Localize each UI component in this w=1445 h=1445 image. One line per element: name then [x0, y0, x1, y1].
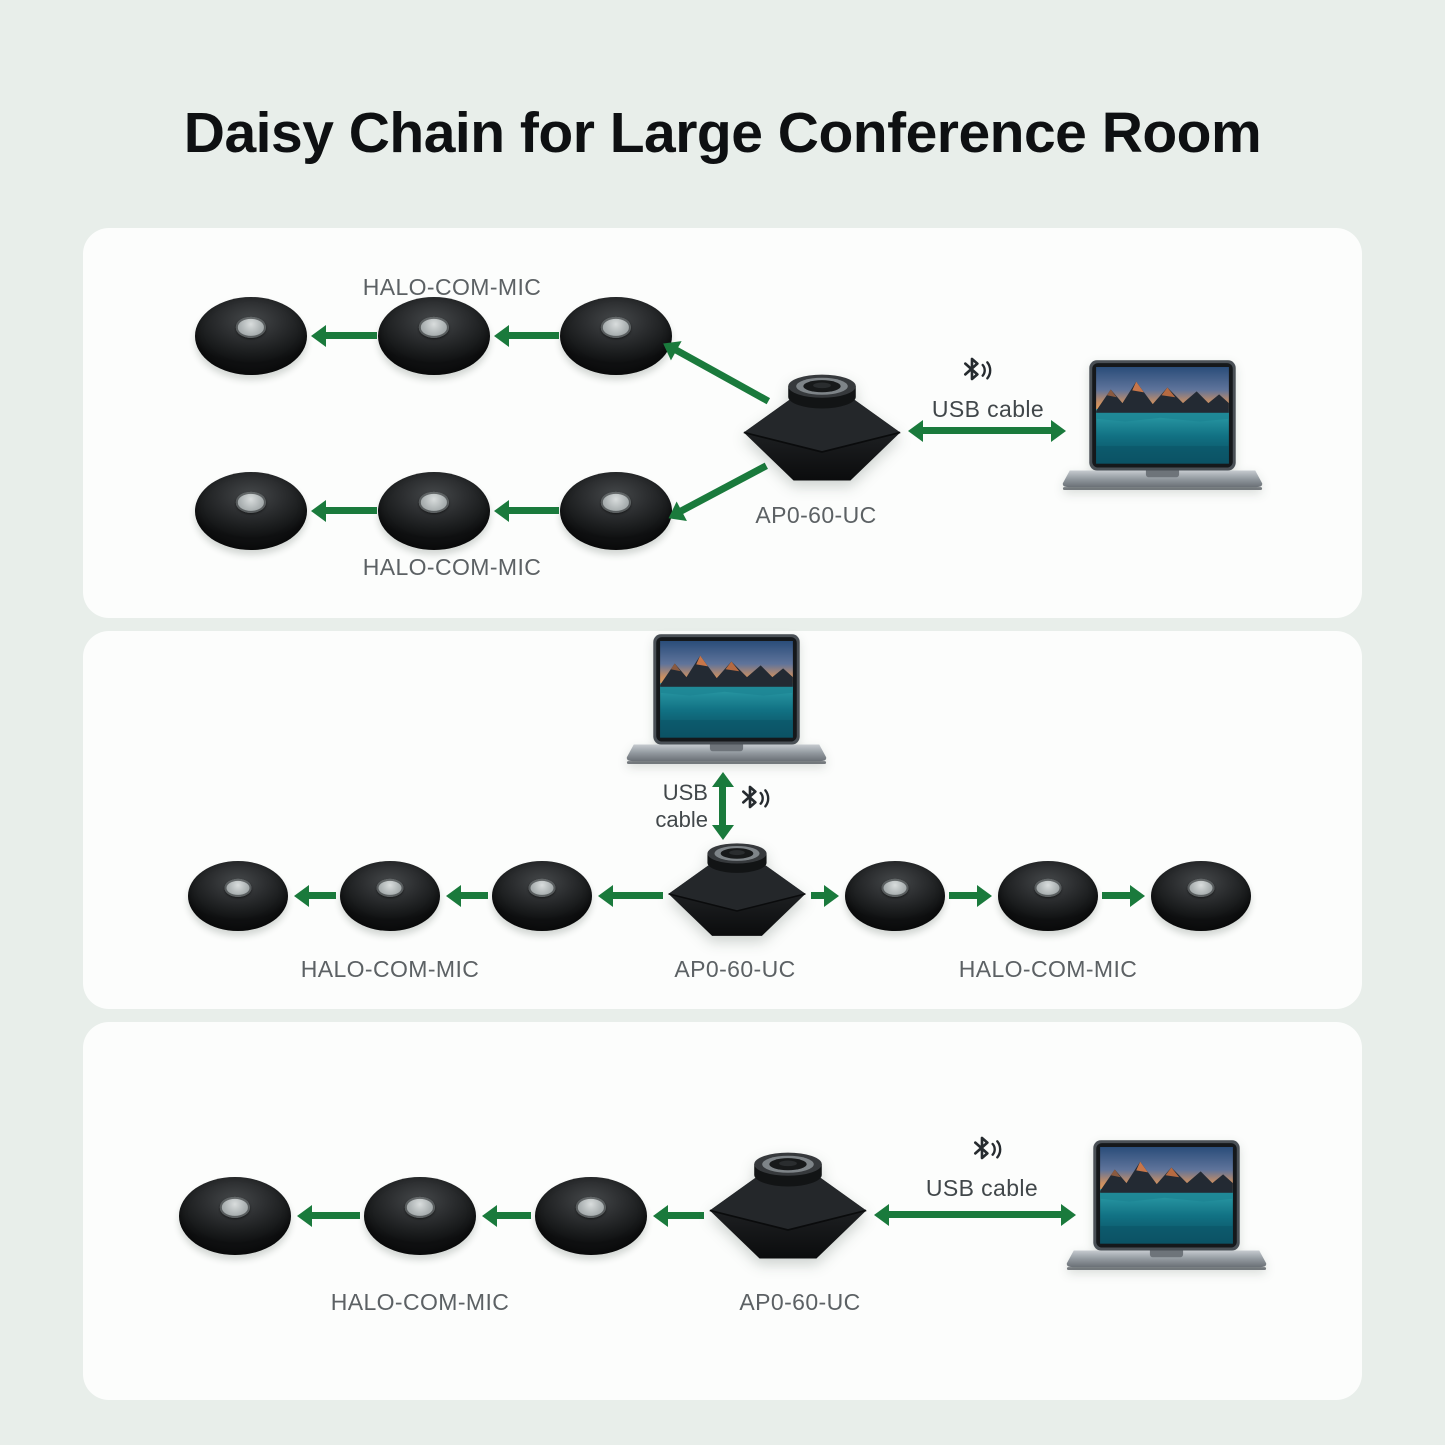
daisy-arrow-icon	[297, 1204, 360, 1227]
mic-mute-button	[224, 879, 252, 898]
daisy-arrow-icon	[446, 884, 488, 907]
mic-mute-button	[376, 879, 404, 898]
conference-mic	[998, 861, 1098, 931]
conference-mic	[364, 1177, 476, 1255]
conference-mic	[560, 297, 672, 375]
usb-cable-label: USB cable	[931, 396, 1045, 422]
usb-label-line1: USB	[662, 780, 708, 805]
mic-chain-label: HALO-COM-MIC	[362, 274, 542, 300]
conference-mic	[195, 472, 307, 550]
mic-mute-button	[881, 879, 909, 898]
hub-label: AP0-60-UC	[674, 956, 796, 982]
hub-label: AP0-60-UC	[739, 1289, 861, 1315]
hub-label: AP0-60-UC	[755, 502, 877, 528]
panel-top-layout: HALO-COM-MIC HALO-COM-MIC AP0-60-UC USB …	[83, 228, 1362, 618]
mic-mute-button	[600, 492, 632, 513]
conference-mic	[535, 1177, 647, 1255]
conference-mic	[179, 1177, 291, 1255]
conference-mic	[1151, 861, 1251, 931]
daisy-arrow-icon	[494, 324, 559, 347]
usb-label-line2: cable	[655, 807, 708, 832]
daisy-arrow-icon	[949, 884, 992, 907]
mic-mute-button	[1034, 879, 1062, 898]
usb-cable-label: USB cable	[608, 779, 708, 833]
mic-chain-label: HALO-COM-MIC	[362, 554, 542, 580]
conference-mic	[340, 861, 440, 931]
mic-chain-label: HALO-COM-MIC	[330, 1289, 510, 1315]
daisy-arrow-icon	[811, 884, 839, 907]
speakerphone-hub	[667, 840, 807, 940]
panel-bottom-layout: HALO-COM-MIC AP0-60-UC USB cable	[83, 1022, 1362, 1400]
mic-chain-label: HALO-COM-MIC	[300, 956, 480, 982]
mic-mute-button	[219, 1197, 251, 1218]
daisy-arrow-icon	[1102, 884, 1145, 907]
mic-mute-button	[600, 317, 632, 338]
daisy-arrow-icon	[494, 499, 559, 522]
mic-mute-button	[1187, 879, 1215, 898]
bluetooth-icon	[734, 781, 774, 817]
usb-arrow-icon	[908, 419, 1066, 442]
mic-mute-button	[575, 1197, 607, 1218]
mic-mute-button	[418, 492, 450, 513]
daisy-arrow-icon	[482, 1204, 531, 1227]
laptop	[624, 634, 829, 771]
conference-mic	[845, 861, 945, 931]
page-title: Daisy Chain for Large Conference Room	[183, 101, 1262, 165]
daisy-arrow-icon	[598, 884, 663, 907]
speakerphone-hub	[742, 372, 902, 484]
usb-arrow-icon	[711, 772, 734, 840]
daisy-arrow-icon	[653, 1204, 704, 1227]
bluetooth-icon	[966, 1132, 1006, 1168]
mic-chain-label: HALO-COM-MIC	[958, 956, 1138, 982]
conference-mic	[492, 861, 592, 931]
conference-mic	[188, 861, 288, 931]
laptop	[1064, 1140, 1269, 1277]
panel-middle-layout: USB cable AP0-60-UC HALO-COM-MIC HALO-CO…	[83, 631, 1362, 1009]
mic-mute-button	[235, 492, 267, 513]
usb-cable-label: USB cable	[925, 1175, 1039, 1201]
daisy-arrow-icon	[294, 884, 336, 907]
speakerphone-hub	[708, 1150, 868, 1262]
laptop	[1060, 360, 1265, 497]
conference-mic	[560, 472, 672, 550]
mic-mute-button	[235, 317, 267, 338]
conference-mic	[378, 472, 490, 550]
mic-mute-button	[528, 879, 556, 898]
conference-mic	[195, 297, 307, 375]
usb-arrow-icon	[874, 1203, 1076, 1226]
conference-mic	[378, 297, 490, 375]
daisy-arrow-icon	[311, 499, 377, 522]
mic-mute-button	[404, 1197, 436, 1218]
mic-mute-button	[418, 317, 450, 338]
bluetooth-icon	[956, 353, 996, 389]
daisy-arrow-icon	[311, 324, 377, 347]
